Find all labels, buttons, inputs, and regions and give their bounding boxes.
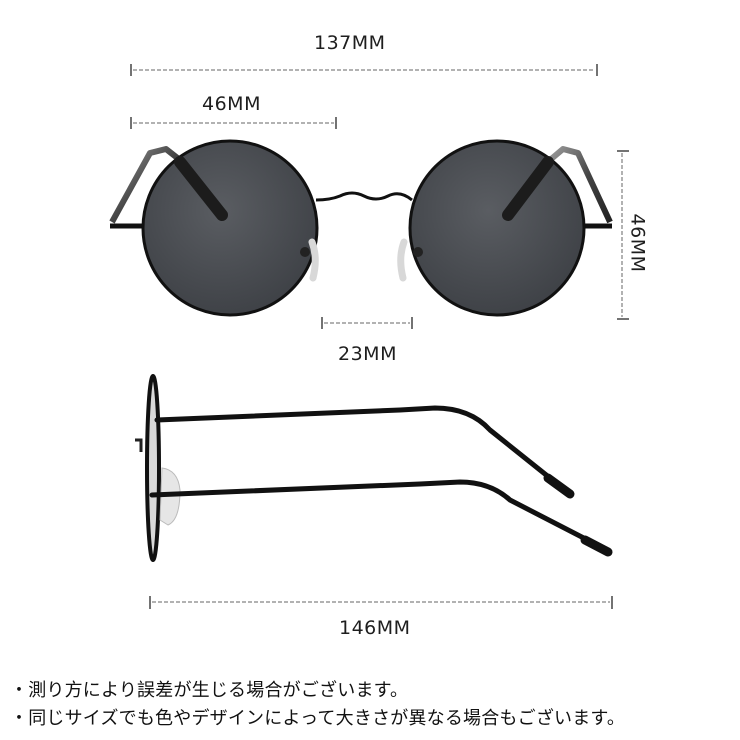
bridge-width-dimension-line (321, 317, 413, 329)
temple-length-dimension-line (149, 596, 613, 609)
lens-width-label: 46MM (202, 93, 261, 115)
note-size-variation: ・同じサイズでも色やデザインによって大きさが異なる場合もございます。 (10, 708, 626, 729)
overall-width-dimension-line (130, 64, 598, 76)
glasses-side-view (135, 374, 613, 562)
note-measurement-error: ・測り方により誤差が生じる場合がございます。 (10, 680, 409, 701)
lens-height-label: 46MM (626, 213, 649, 273)
lens-width-dimension-line (130, 117, 337, 129)
temple-length-label: 146MM (339, 617, 411, 639)
bridge-width-label: 23MM (338, 343, 397, 365)
left-lens (141, 139, 319, 317)
lens-height-dimension-line (617, 150, 629, 320)
overall-width-label: 137MM (314, 32, 386, 54)
right-lens (408, 139, 586, 317)
glasses-front-view (109, 139, 613, 317)
